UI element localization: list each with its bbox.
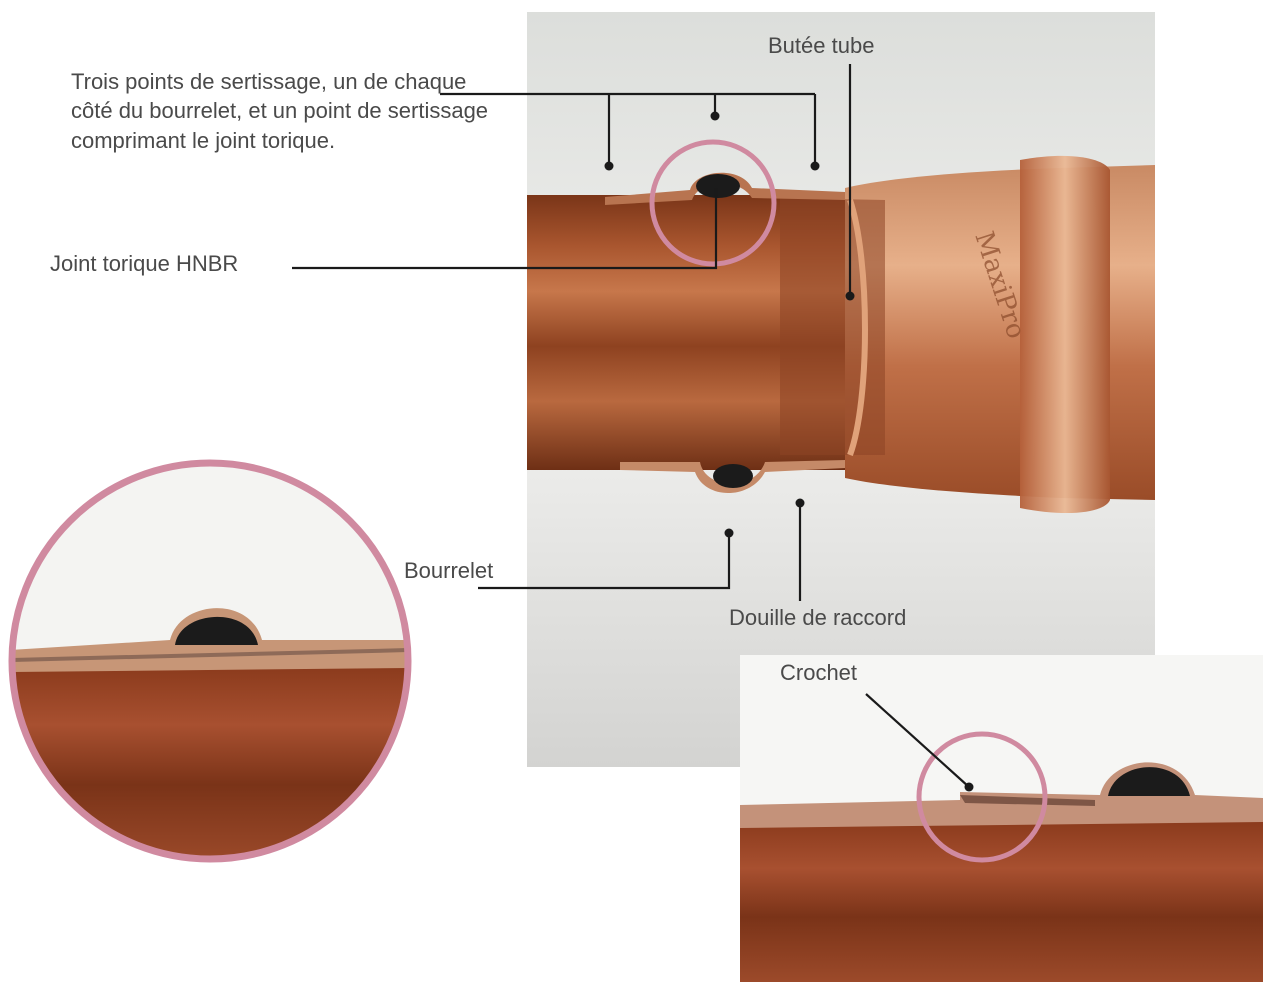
oring-label: Joint torique HNBR <box>50 249 238 278</box>
zoom-hook-inset <box>740 655 1263 982</box>
hook-label: Crochet <box>780 658 857 687</box>
bead-label: Bourrelet <box>404 556 493 585</box>
sleeve-label: Douille de raccord <box>729 603 906 632</box>
tube-stop-label: Butée tube <box>768 31 874 60</box>
crimp-points-label: Trois points de sertissage, un de chaque… <box>71 67 491 155</box>
main-fitting-photo: MaxiPro <box>527 12 1155 767</box>
zoom-bead-circle <box>10 460 410 865</box>
